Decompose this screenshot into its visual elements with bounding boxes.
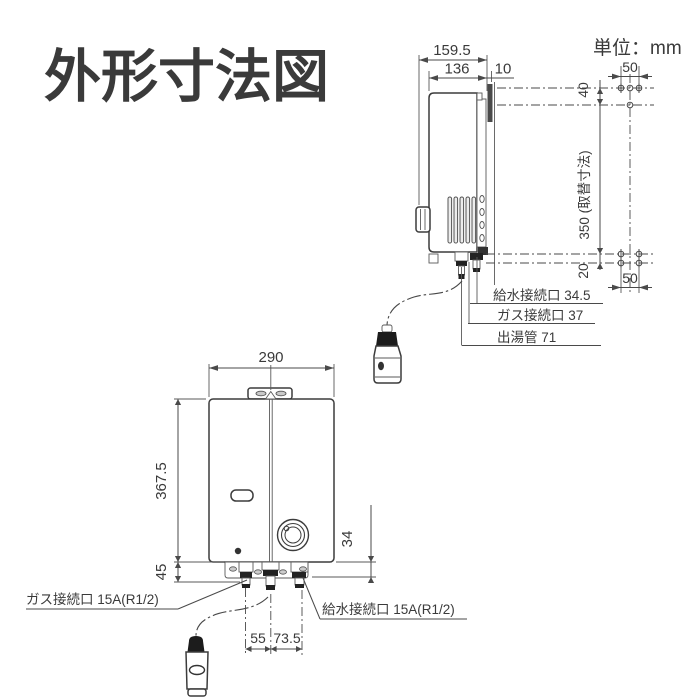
front-center-seam [264,390,277,562]
dim-hole-offset-bottom: 20 [575,263,591,279]
shower-hose-front [195,596,269,637]
side-rear-step [476,92,483,101]
gas-fitting-front [238,561,254,588]
label-water-inlet-side: 給水接続口 34.5 [493,287,591,303]
side-wall-bracket [487,84,493,122]
label-gas-inlet-front: ガス接続口 15A(R1/2) [26,591,159,607]
shower-head-front [185,636,209,697]
side-view: 159.5 136 10 [373,42,654,384]
pilot-dot [234,547,242,555]
label-outlet-pipe-side: 出湯管 71 [497,329,556,345]
front-pitch-dimensions: 55 73.5 [245,588,303,656]
dim-depth-body: 136 [444,61,469,78]
side-vent-slots [447,196,477,244]
mounting-hole-pattern: 50 50 40 350 (取替寸法) 20 [486,59,654,293]
dim-water-pitch: 73.5 [273,630,300,646]
side-bottom-fittings [428,251,483,279]
bracket-hole-right [275,390,287,397]
dim-mount-height: 350 (取替寸法) [577,150,592,239]
dim-right-offset: 34 [339,531,356,548]
side-rear-holes [479,195,485,242]
front-right-dimension: 34 [312,505,376,583]
side-body-outline [428,92,478,253]
dim-height: 367.5 [153,462,170,500]
front-body-outline [208,398,335,563]
shower-head-side [373,324,402,384]
dim-width: 290 [258,349,283,366]
pilot-window [230,489,254,502]
outlet-fitting-front [261,561,280,590]
side-connection-labels: 給水接続口 34.5 ガス接続口 37 出湯管 71 [461,257,603,346]
dim-wall-gap: 10 [495,61,512,78]
page-title: 外形寸法図 [44,43,329,110]
label-water-inlet-front: 給水接続口 15A(R1/2) [322,601,455,617]
dim-hole-offset-top: 40 [575,82,591,98]
dim-hole-pitch-bottom: 50 [622,270,638,286]
unit-note: 単位：mm [593,37,682,59]
front-view: 290 367.5 45 34 [26,349,467,697]
dim-bottom-offset: 45 [153,564,170,581]
front-connection-labels: ガス接続口 15A(R1/2) 給水接続口 15A(R1/2) [26,577,467,620]
shower-hose-side [386,280,463,326]
side-knob [415,206,431,233]
bracket-hole-left [255,390,267,397]
front-width-dimension: 290 [208,349,335,397]
side-top-dimensions: 159.5 136 10 [418,42,514,205]
side-rear-lower-fitting [478,247,488,255]
label-gas-inlet-side: ガス接続口 37 [497,307,583,323]
front-knob [276,518,310,552]
dim-depth-total: 159.5 [433,42,471,59]
front-height-dimensions: 367.5 45 [153,398,240,583]
dim-hole-pitch-top: 50 [622,59,638,75]
dim-gas-pitch: 55 [250,630,266,646]
